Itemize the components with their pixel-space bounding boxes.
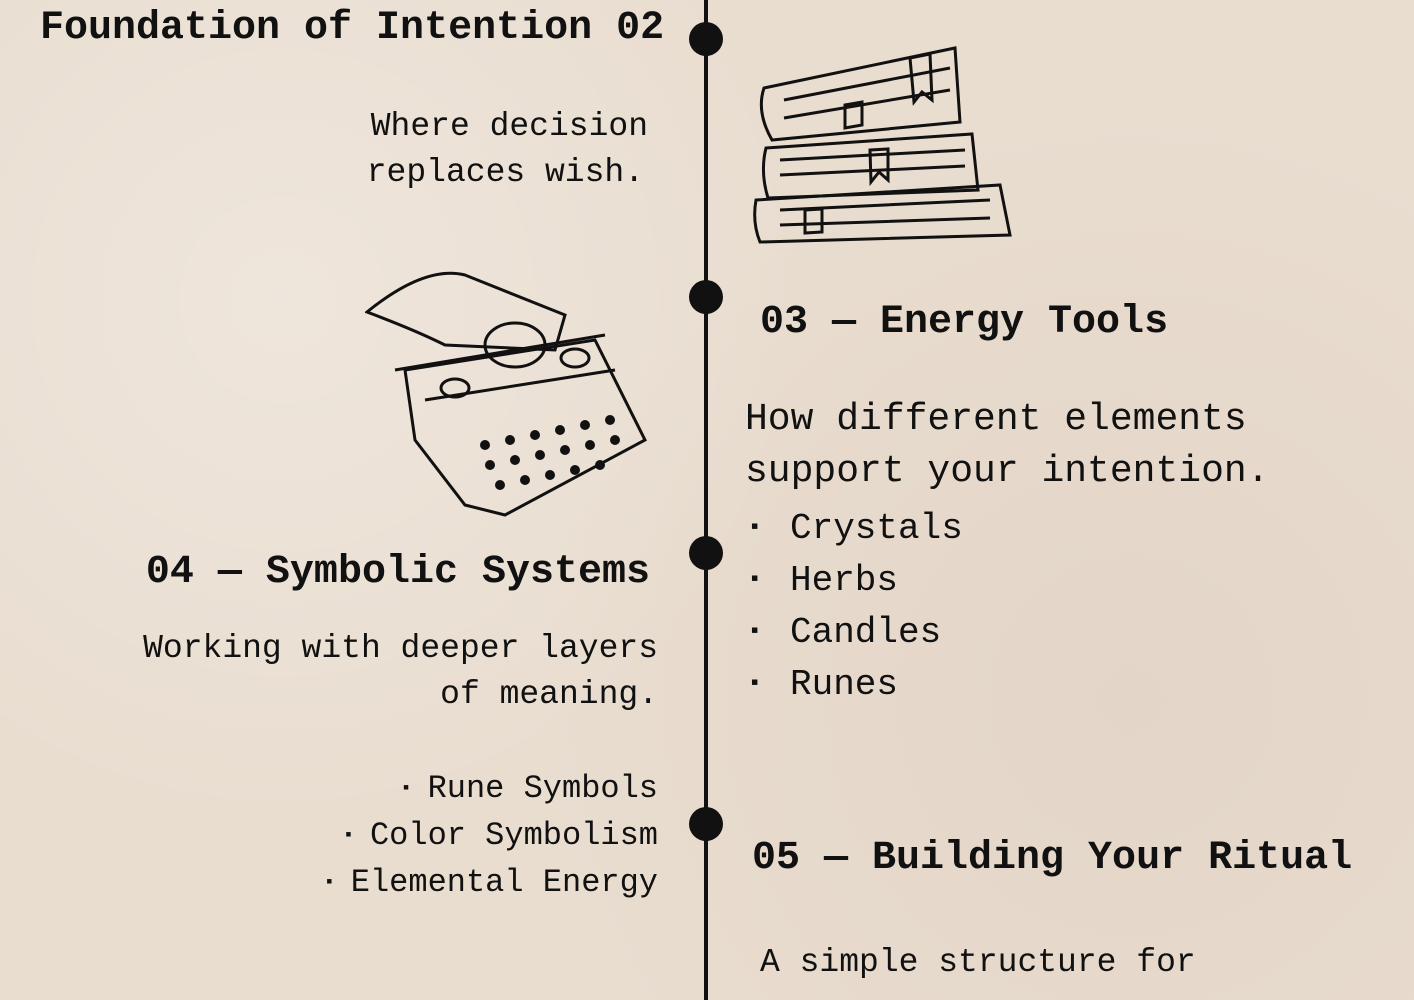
timeline-dot-03	[689, 280, 723, 314]
list-item: ▪Candles	[748, 612, 942, 653]
timeline-line	[704, 0, 708, 1000]
list-item: ▪Herbs	[748, 560, 899, 601]
timeline-dot-04	[689, 536, 723, 570]
section-05-title: 05 — Building Your Ritual	[752, 836, 1353, 881]
section-03-desc-1: How different elements	[745, 398, 1247, 441]
timeline-dot-05	[689, 807, 723, 841]
section-05-desc-1: A simple structure for	[760, 944, 1196, 981]
list-item: ▪Elemental Energy	[323, 864, 658, 901]
section-02-desc-2: replaces wish.	[366, 154, 644, 191]
section-04-desc-1: Working with deeper layers	[143, 630, 658, 667]
list-item: ▪Color Symbolism	[343, 817, 658, 854]
books-illustration-icon	[753, 46, 1012, 244]
list-item: ▪Runes	[748, 664, 899, 705]
section-02-title: Foundation of Intention 02	[40, 6, 665, 51]
typewriter-illustration-icon	[365, 271, 647, 517]
timeline-dot-02	[689, 22, 723, 56]
section-02-desc-1: Where decision	[370, 108, 648, 145]
energy-tools-list: ▪Crystals ▪Herbs ▪Candles ▪Runes	[748, 503, 963, 711]
section-04-title: 04 — Symbolic Systems	[145, 550, 650, 595]
section-03-desc-2: support your intention.	[745, 450, 1270, 493]
symbolic-systems-list: ▪Rune Symbols ▪Color Symbolism ▪Elemental …	[324, 765, 658, 906]
list-item: ▪Rune Symbols	[400, 770, 658, 807]
section-03-title: 03 — Energy Tools	[760, 300, 1169, 345]
section-04-desc-2: of meaning.	[440, 676, 658, 713]
list-item: ▪Crystals	[748, 508, 963, 549]
